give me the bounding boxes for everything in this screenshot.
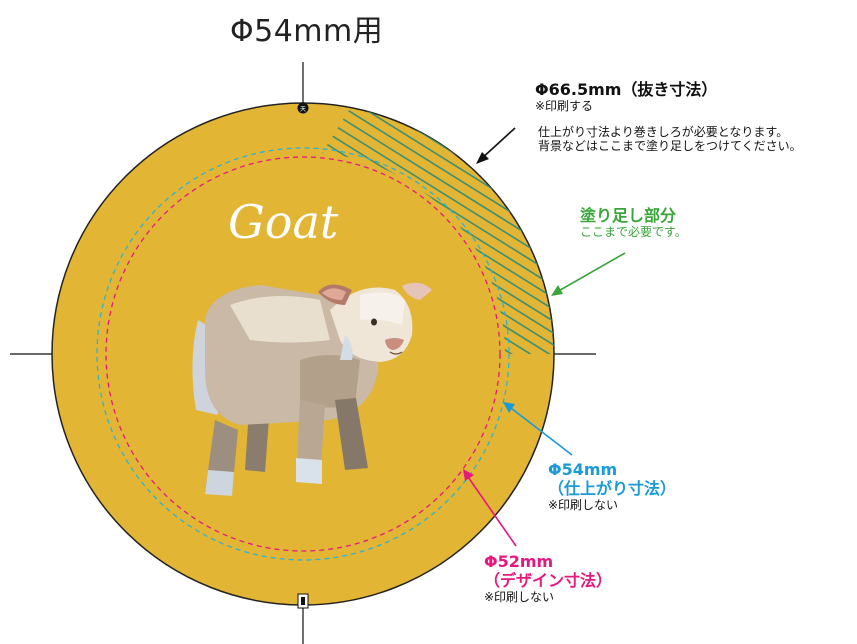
arrow-design	[463, 469, 517, 547]
finish-heading2: （仕上がり寸法）	[548, 479, 677, 499]
label-design-size: Φ52mm （デザイン寸法） ※印刷しない	[484, 552, 612, 605]
label-cut-size-note: 仕上がり寸法より巻きしろが必要となります。 背景などはここまで塗り足しをつけてく…	[538, 125, 802, 154]
top-marker-text: 天	[300, 106, 306, 113]
design-guide-circle	[105, 156, 501, 552]
design-heading1: Φ52mm	[484, 552, 554, 571]
cut-size-line1: 仕上がり寸法より巻きしろが必要となります。	[538, 125, 789, 139]
finish-sub: ※印刷しない	[548, 498, 619, 513]
design-heading2: （デザイン寸法）	[484, 571, 613, 591]
bleed-heading: 塗り足し部分	[580, 206, 677, 225]
crop-marks	[10, 62, 596, 644]
lamb-illustration	[192, 282, 432, 496]
label-bleed: 塗り足し部分 ここまで必要です。	[580, 206, 687, 240]
label-finish-size: Φ54mm （仕上がり寸法） ※印刷しない	[548, 460, 676, 513]
cut-size-line2: 背景などはここまで塗り足しをつけてください。	[538, 139, 802, 154]
arrow-bleed	[551, 252, 626, 296]
cut-size-heading: Φ66.5mm（抜き寸法）	[535, 80, 718, 99]
top-marker	[297, 102, 309, 114]
bleed-sub: ここまで必要です。	[580, 225, 687, 240]
arrow-cut	[476, 127, 516, 164]
finish-heading1: Φ54mm	[548, 460, 618, 479]
cut-size-sub: ※印刷する	[535, 99, 594, 114]
finish-guide-circle	[96, 147, 510, 561]
artwork-text: Goat	[228, 195, 339, 249]
label-cut-size: Φ66.5mm（抜き寸法） ※印刷する	[535, 80, 717, 114]
design-sub: ※印刷しない	[484, 590, 555, 605]
page-title: Φ54mm用	[230, 14, 384, 49]
arrow-finish	[503, 402, 573, 456]
